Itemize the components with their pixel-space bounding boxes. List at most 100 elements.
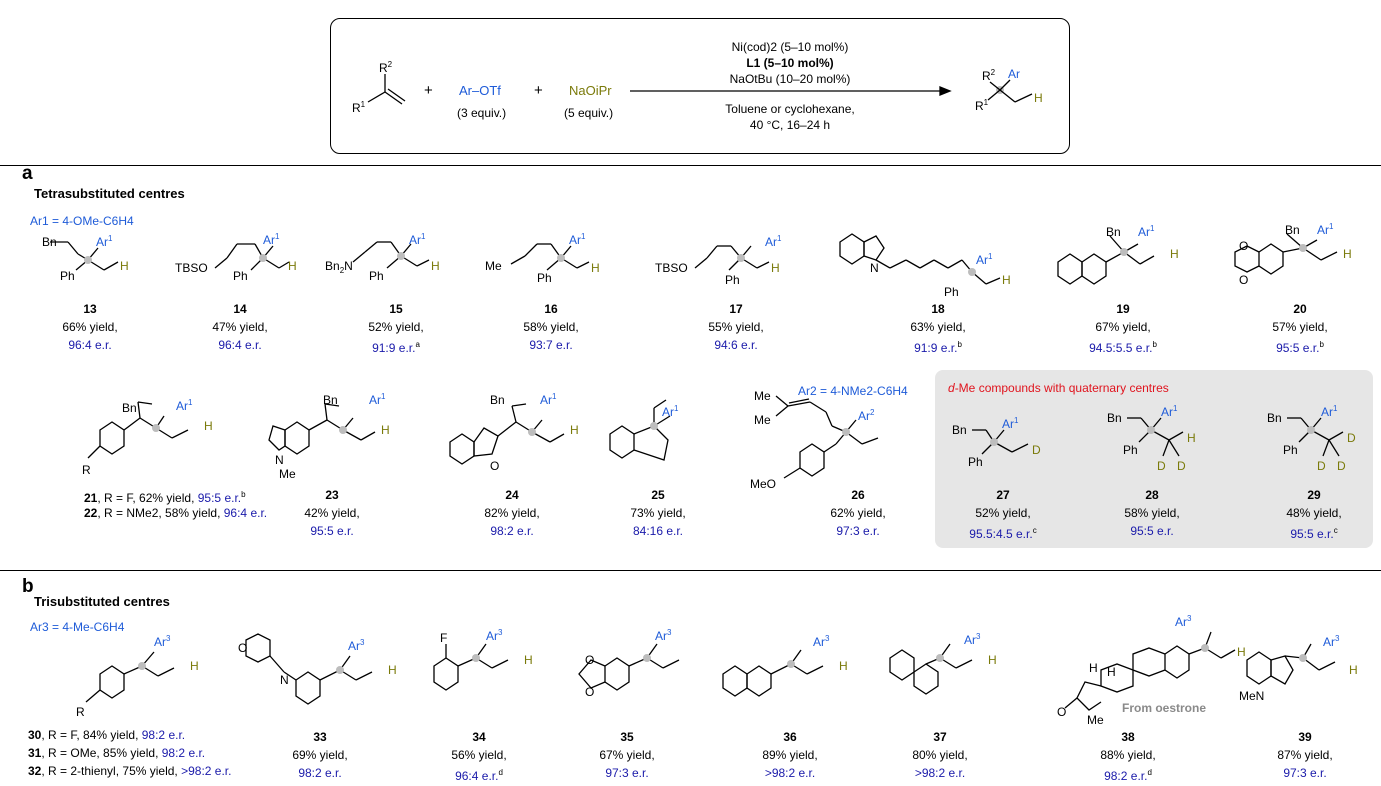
compound-number: 35 xyxy=(620,730,634,744)
compound-yield: 48% yield, xyxy=(1286,506,1342,520)
compound-number: 17 xyxy=(729,302,743,316)
condition-line-4: Toluene or cyclohexane, xyxy=(725,102,855,116)
svg-text:Bn: Bn xyxy=(323,393,338,407)
svg-text:Ar3: Ar3 xyxy=(486,628,503,643)
compound-number: 27 xyxy=(996,488,1010,502)
svg-text:Me: Me xyxy=(754,389,771,403)
svg-text:Bn: Bn xyxy=(1285,223,1300,237)
svg-text:Ar1: Ar1 xyxy=(176,398,193,413)
svg-text:Ph: Ph xyxy=(1283,443,1298,457)
compound-number: 28 xyxy=(1145,488,1159,502)
divider-top xyxy=(0,165,1381,166)
compound-yield: 67% yield, xyxy=(1095,320,1151,334)
compound-yield: 47% yield, xyxy=(212,320,268,334)
svg-text:Ph: Ph xyxy=(968,455,983,469)
svg-text:Ar1: Ar1 xyxy=(96,234,113,249)
compound-yield: 62% yield, xyxy=(830,506,886,520)
svg-text:H: H xyxy=(591,261,600,275)
svg-text:Bn: Bn xyxy=(122,401,137,415)
svg-text:D: D xyxy=(1177,459,1186,473)
reaction-arrow xyxy=(630,86,952,96)
caption-21: 21, R = F, 62% yield, 95:5 e.r.b xyxy=(84,490,246,505)
svg-text:Ph: Ph xyxy=(537,271,552,285)
dme-compounds-panel xyxy=(935,370,1373,548)
svg-text:H: H xyxy=(1107,665,1116,679)
compound-yield: 66% yield, xyxy=(62,320,118,334)
compound-er: 98:2 e.r. xyxy=(298,766,342,780)
compound-number: 38 xyxy=(1121,730,1135,744)
svg-text:Ar1: Ar1 xyxy=(765,234,782,249)
svg-text:Me: Me xyxy=(1087,713,1104,727)
reaction-conditions-box xyxy=(330,18,1070,154)
svg-text:O: O xyxy=(238,641,247,655)
svg-text:Ar3: Ar3 xyxy=(655,628,672,643)
compound-er: 91:9 e.r.b xyxy=(914,340,962,355)
compound-er: 96:4 e.r. xyxy=(68,338,112,352)
svg-text:Ph: Ph xyxy=(944,285,959,299)
compound-number: 19 xyxy=(1116,302,1130,316)
svg-text:R1: R1 xyxy=(352,100,366,115)
compound-number: 18 xyxy=(931,302,945,316)
ar3-definition: Ar3 = 4-Me-C6H4 xyxy=(30,620,125,634)
condition-line-1: Ni(cod)2 (5–10 mol%) xyxy=(731,40,849,54)
svg-text:TBSO: TBSO xyxy=(175,261,208,275)
svg-text:Ar1: Ar1 xyxy=(1317,222,1334,237)
structure-37: Ar3 H xyxy=(889,632,997,695)
svg-text:O: O xyxy=(1239,273,1248,287)
svg-text:H: H xyxy=(1237,645,1246,659)
svg-text:Me: Me xyxy=(754,413,771,427)
svg-text:H: H xyxy=(839,659,848,673)
compound-yield: 55% yield, xyxy=(708,320,764,334)
compound-yield: 56% yield, xyxy=(451,748,507,762)
svg-text:N: N xyxy=(870,261,879,275)
condition-line-2: L1 (5–10 mol%) xyxy=(746,56,834,70)
ar2-definition: Ar2 = 4-NMe2-C6H4 xyxy=(798,384,908,398)
svg-text:Ar1: Ar1 xyxy=(1321,404,1338,419)
compound-yield: 89% yield, xyxy=(762,748,818,762)
svg-text:MeO: MeO xyxy=(750,477,776,491)
svg-text:D: D xyxy=(1032,443,1041,457)
svg-text:D: D xyxy=(1157,459,1166,473)
svg-text:Bn: Bn xyxy=(1267,411,1282,425)
compound-er: 91:9 e.r.a xyxy=(372,340,420,355)
svg-text:O: O xyxy=(490,459,499,473)
compound-er: 97:3 e.r. xyxy=(605,766,649,780)
svg-text:H: H xyxy=(570,423,579,437)
compound-number: 29 xyxy=(1307,488,1321,502)
section-b-letter: b xyxy=(22,576,34,597)
compound-number: 13 xyxy=(83,302,97,316)
compound-er: 95:5 e.r. xyxy=(310,524,354,538)
compound-er: 96:4 e.r.d xyxy=(455,768,503,783)
svg-text:N: N xyxy=(275,453,284,467)
svg-text:Ph: Ph xyxy=(60,269,75,283)
svg-text:Ar: Ar xyxy=(1008,67,1020,81)
ar1-definition: Ar1 = 4-OMe-C6H4 xyxy=(30,214,134,228)
compound-number: 23 xyxy=(325,488,339,502)
svg-text:D: D xyxy=(1347,431,1356,445)
dme-heading: d-Me compounds with quaternary centres xyxy=(948,381,1169,395)
svg-text:H: H xyxy=(988,653,997,667)
compound-number: 16 xyxy=(544,302,558,316)
compound-yield: 67% yield, xyxy=(599,748,655,762)
svg-text:Ar3: Ar3 xyxy=(154,634,171,649)
structure-35: OO Ar3 xyxy=(578,628,680,699)
compound-er: 94.5:5.5 e.r.b xyxy=(1089,340,1157,355)
svg-text:H: H xyxy=(524,653,533,667)
compound-yield: 58% yield, xyxy=(523,320,579,334)
svg-text:R2: R2 xyxy=(379,60,393,75)
svg-text:MeN: MeN xyxy=(1239,689,1264,703)
compound-er: 94:6 e.r. xyxy=(714,338,758,352)
svg-text:H: H xyxy=(190,659,199,673)
svg-text:Me: Me xyxy=(279,467,296,481)
svg-text:Ph: Ph xyxy=(1123,443,1138,457)
compound-er: >98:2 e.r. xyxy=(914,766,966,780)
condition-line-5: 40 °C, 16–24 h xyxy=(749,118,831,132)
compound-er: 84:16 e.r. xyxy=(632,524,684,538)
